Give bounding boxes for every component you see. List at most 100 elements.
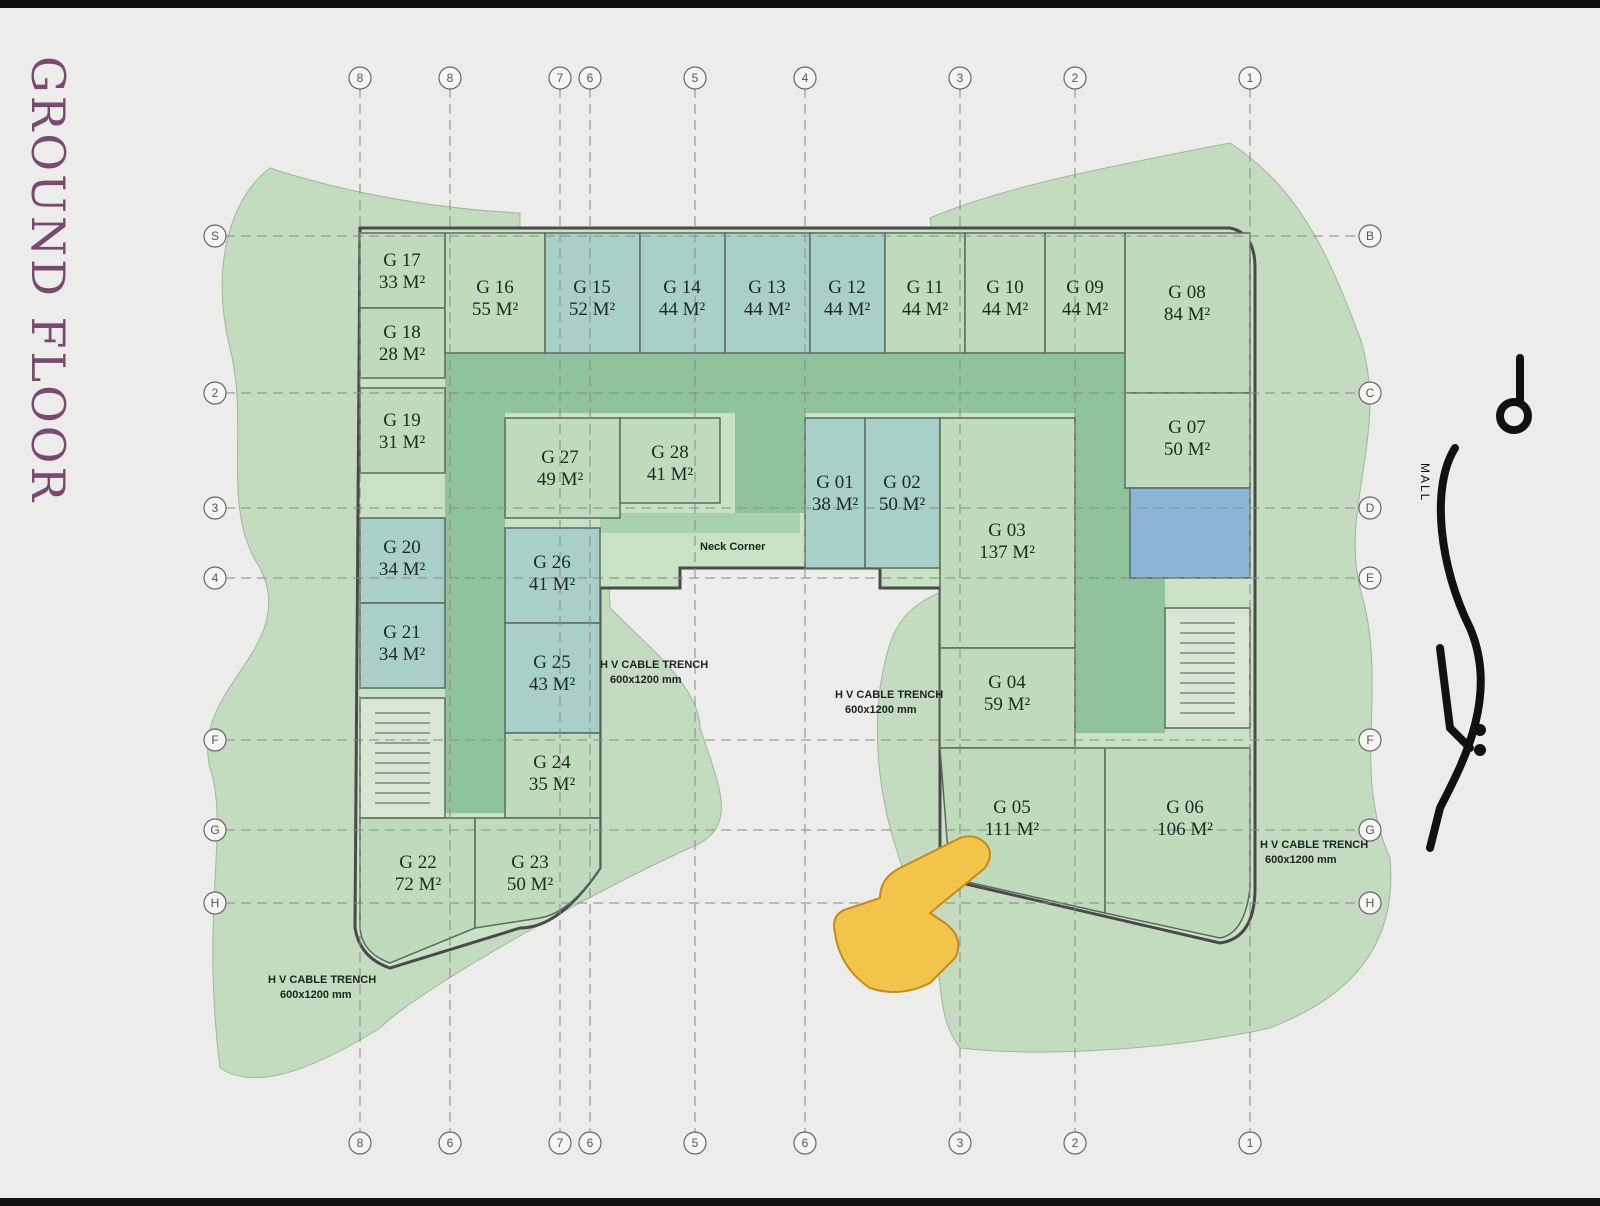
unit-area: 35 M² <box>529 774 576 795</box>
unit-area: 50 M² <box>507 874 554 895</box>
room-g07 <box>1124 392 1251 489</box>
rooms <box>359 232 1251 964</box>
grid-label-bottom: 1 <box>1247 1136 1254 1150</box>
unit-area: 111 M² <box>985 819 1040 840</box>
grid-label-top: 8 <box>357 71 364 85</box>
room-g22 <box>359 817 476 964</box>
stair-treads <box>375 622 1235 804</box>
grid-label-right: F <box>1366 733 1373 747</box>
grid-bubbles-left <box>203 224 227 915</box>
grid-label-bottom: 6 <box>447 1136 454 1150</box>
grid-label-left: S <box>211 229 219 243</box>
unit-area: 50 M² <box>1164 439 1211 460</box>
room-g09 <box>1044 232 1126 354</box>
unit-area: 72 M² <box>395 874 442 895</box>
logo-text-mall: MALL <box>1418 463 1432 502</box>
room-g11 <box>884 232 966 354</box>
unit-area: 52 M² <box>569 299 616 320</box>
unit-label: G 08 <box>1168 282 1205 303</box>
grid-label-bottom: 6 <box>587 1136 594 1150</box>
room-g17 <box>359 232 446 309</box>
room-g14 <box>639 232 726 354</box>
floor-plan: 8 8 7 6 5 4 3 2 1 8 6 7 6 5 6 3 2 1 S 2 <box>203 66 1533 1155</box>
unit-label: G 06 <box>1166 797 1203 818</box>
grid-bubbles-bottom <box>348 1131 1262 1155</box>
unit-label: G 09 <box>1066 277 1103 298</box>
unit-label: G 21 <box>383 622 420 643</box>
pointing-hand-icon <box>833 835 991 993</box>
unit-area: 31 M² <box>379 432 426 453</box>
unit-area: 33 M² <box>379 272 426 293</box>
cable-trench-size: 600x1200 mm <box>280 989 352 1001</box>
stair-left <box>359 697 446 819</box>
unit-label: G 03 <box>988 520 1025 541</box>
unit-area: 44 M² <box>744 299 791 320</box>
corridors <box>445 353 1165 813</box>
room-g03 <box>939 417 1076 649</box>
unit-area: 41 M² <box>529 574 576 595</box>
room-g28 <box>619 417 721 504</box>
grid-label-top: 7 <box>557 71 564 85</box>
stair-right <box>1164 607 1251 729</box>
grid-label-right: H <box>1366 896 1375 910</box>
logo-dot <box>1474 744 1486 756</box>
grid-label-bottom: 7 <box>557 1136 564 1150</box>
grid-label-left: 4 <box>212 571 219 585</box>
grid-label-left: G <box>210 823 219 837</box>
unit-label: G 28 <box>651 442 688 463</box>
unit-area: 34 M² <box>379 559 426 580</box>
cable-trench-size: 600x1200 mm <box>845 704 917 716</box>
logo-dot <box>1474 724 1486 736</box>
unit-label: G 25 <box>533 652 570 673</box>
unit-label: G 20 <box>383 537 420 558</box>
grid-label-bottom: 6 <box>802 1136 809 1150</box>
unit-label: G 19 <box>383 410 420 431</box>
unit-label: G 14 <box>663 277 701 298</box>
grid-label-left: 3 <box>212 501 219 515</box>
room-g06 <box>1104 747 1251 939</box>
grid-label-right: E <box>1366 571 1374 585</box>
unit-label: G 07 <box>1168 417 1205 438</box>
grid-label-top: 1 <box>1247 71 1254 85</box>
grid-label-top: 8 <box>447 71 454 85</box>
grid-label-right: B <box>1366 229 1374 243</box>
grid-label-left: H <box>211 896 220 910</box>
unit-label: G 15 <box>573 277 610 298</box>
unit-label: G 26 <box>533 552 570 573</box>
grid-label-top: 5 <box>692 71 699 85</box>
grid-label-right: C <box>1366 386 1375 400</box>
unit-area: 44 M² <box>982 299 1029 320</box>
grid-label-left: F <box>211 733 218 747</box>
grid-label-top: 6 <box>587 71 594 85</box>
unit-label: G 23 <box>511 852 548 873</box>
cable-trench-size: 600x1200 mm <box>610 674 682 686</box>
grid-lines <box>225 88 1370 1133</box>
unit-label: G 01 <box>816 472 853 493</box>
service-core-blue <box>1129 487 1251 579</box>
room-g04 <box>939 647 1076 749</box>
unit-area: 44 M² <box>1062 299 1109 320</box>
unit-label: G 17 <box>383 250 420 271</box>
unit-label: G 05 <box>993 797 1030 818</box>
unit-area: 59 M² <box>984 694 1031 715</box>
unit-area: 28 M² <box>379 344 426 365</box>
grid-label-top: 2 <box>1072 71 1079 85</box>
unit-label: G 24 <box>533 752 571 773</box>
unit-area: 44 M² <box>824 299 871 320</box>
grid-bubbles-right <box>1358 224 1382 915</box>
grid-label-bottom: 2 <box>1072 1136 1079 1150</box>
unit-label: G 10 <box>986 277 1023 298</box>
room-g12 <box>809 232 886 354</box>
cable-trench-label: H V CABLE TRENCH <box>835 689 943 701</box>
unit-area: 106 M² <box>1157 819 1213 840</box>
unit-label: G 18 <box>383 322 420 343</box>
grid-label-right: D <box>1366 501 1375 515</box>
unit-area: 44 M² <box>902 299 949 320</box>
unit-label: G 16 <box>476 277 513 298</box>
grid-label-top: 4 <box>802 71 809 85</box>
grid-label-bottom: 5 <box>692 1136 699 1150</box>
page-title: GROUND FLOOR <box>21 56 75 505</box>
unit-area: 34 M² <box>379 644 426 665</box>
unit-label: G 02 <box>883 472 920 493</box>
